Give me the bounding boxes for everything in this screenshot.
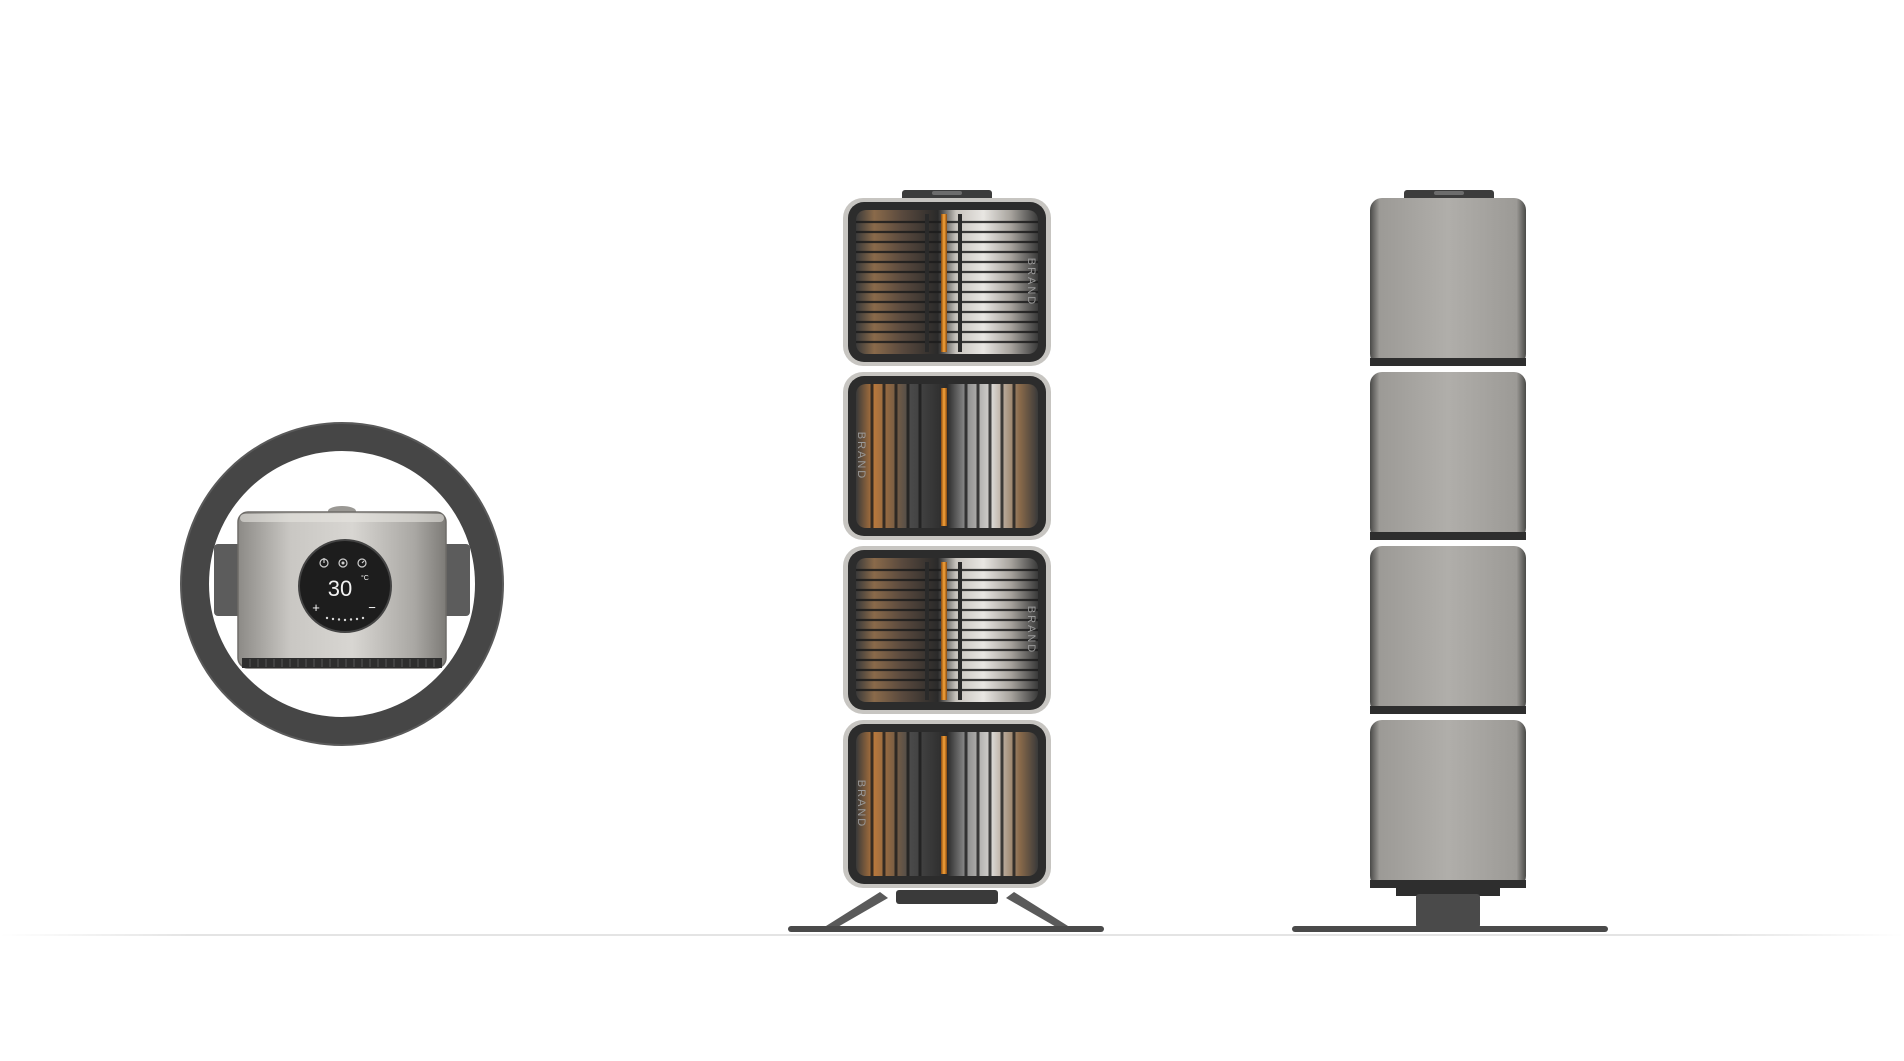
front-stand <box>788 890 1104 932</box>
base-ring <box>181 423 503 745</box>
side-view-heater <box>1292 190 1608 932</box>
heater-module-3: BRAND <box>843 546 1051 714</box>
side-module-4 <box>1370 720 1526 888</box>
side-module-2 <box>1370 372 1526 540</box>
side-module-1 <box>1370 198 1526 366</box>
right-support <box>440 544 470 616</box>
top-view-heater: 30 °C + − <box>180 422 504 746</box>
timer-icon[interactable] <box>357 558 367 568</box>
floor-line <box>0 934 1904 936</box>
minus-button[interactable]: − <box>368 600 376 615</box>
mode-icon[interactable] <box>338 558 348 568</box>
left-support <box>214 544 244 616</box>
brand-label-1: BRAND <box>1025 258 1037 307</box>
front-view-heater: BRAND BRAND <box>788 190 1104 932</box>
temperature-readout: 30 <box>328 576 352 601</box>
side-module-3 <box>1370 546 1526 714</box>
brand-label-3: BRAND <box>1025 606 1037 655</box>
control-panel: 30 °C + − <box>298 539 392 633</box>
heater-module-1: BRAND <box>843 198 1051 366</box>
side-stand <box>1292 888 1608 932</box>
heater-module-4: BRAND <box>843 720 1051 888</box>
heater-module-2: BRAND <box>843 372 1051 540</box>
brand-label-2: BRAND <box>855 432 867 481</box>
control-dial[interactable] <box>298 539 392 633</box>
temperature-unit: °C <box>361 574 369 582</box>
brand-label-4: BRAND <box>855 780 867 829</box>
plus-button[interactable]: + <box>312 600 320 615</box>
power-icon[interactable] <box>319 558 329 568</box>
